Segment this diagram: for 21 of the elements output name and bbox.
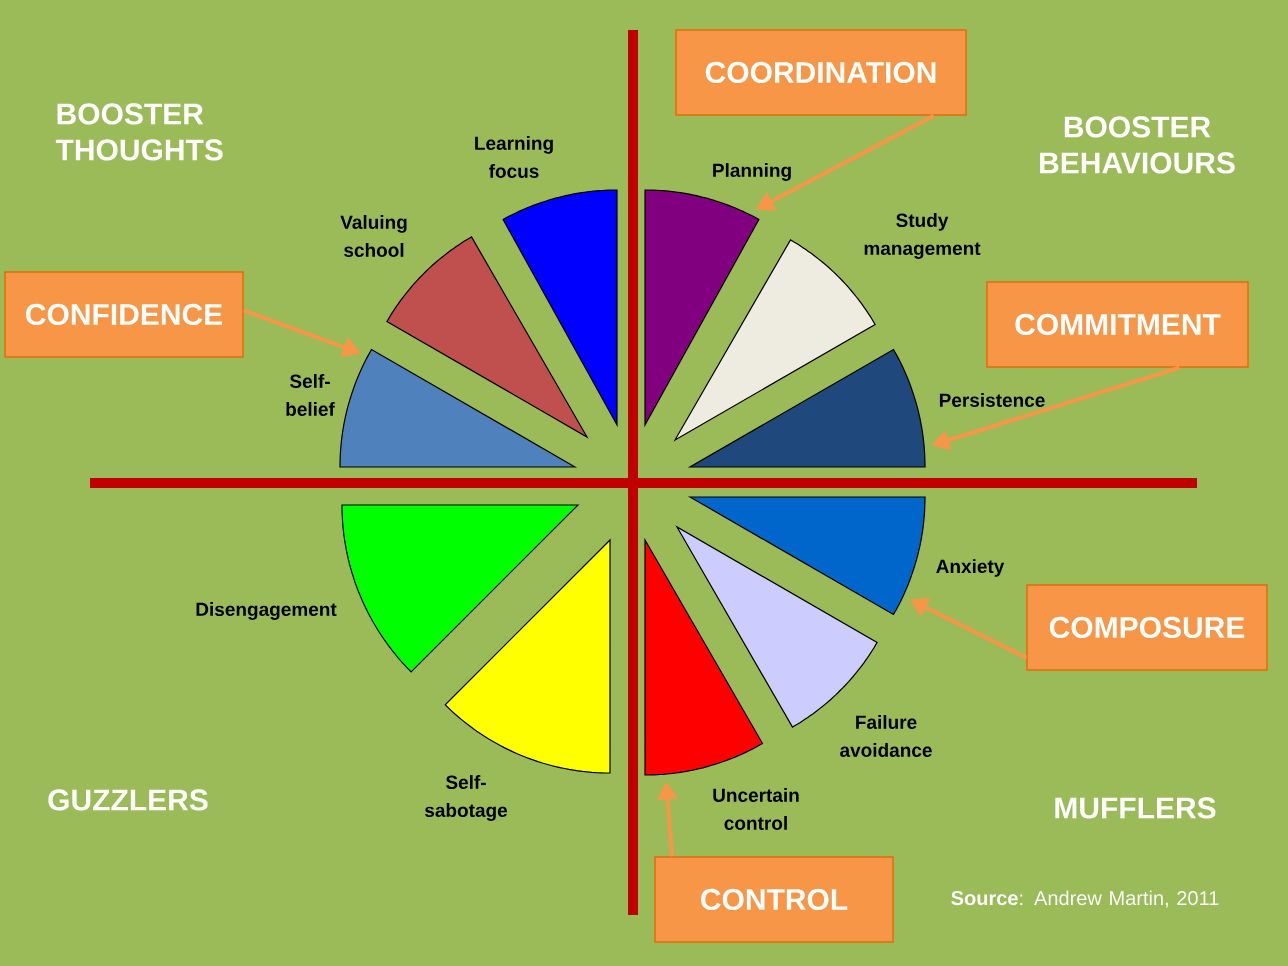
wedge-label: Disengagement (196, 602, 337, 620)
label-box: CONFIDENCE (4, 271, 244, 358)
label-box: COMPOSURE (1026, 584, 1268, 671)
label-box: COORDINATION (675, 29, 967, 116)
wedge-label: Planning (713, 163, 791, 181)
wedge-label: Anxiety (936, 559, 1005, 577)
label-box: COMMITMENT (986, 281, 1249, 368)
wedge-label: Learning focus (475, 136, 553, 178)
wedge-label: Uncertain control (713, 788, 799, 830)
quadrant-title: BOOSTER BEHAVIOURS (1040, 116, 1235, 174)
wedge-label: Persistence (939, 393, 1045, 407)
wedge-label: Failure avoidance (840, 715, 932, 757)
wedge-label: Self-sabotage (425, 775, 508, 821)
wedge-label: Study management (864, 213, 981, 259)
quadrant-title: BOOSTER THOUGHTS (55, 103, 223, 161)
source-note: Source: Andrew Martin, 2011 (951, 890, 1219, 908)
wedge-label: Valuing school (340, 215, 407, 257)
quadrant-title: MUFFLERS (1055, 797, 1216, 819)
quadrant-title: GUZZLERS (48, 789, 208, 811)
label-box: CONTROL (654, 856, 894, 943)
wedge-label: Self-belief (286, 374, 335, 416)
